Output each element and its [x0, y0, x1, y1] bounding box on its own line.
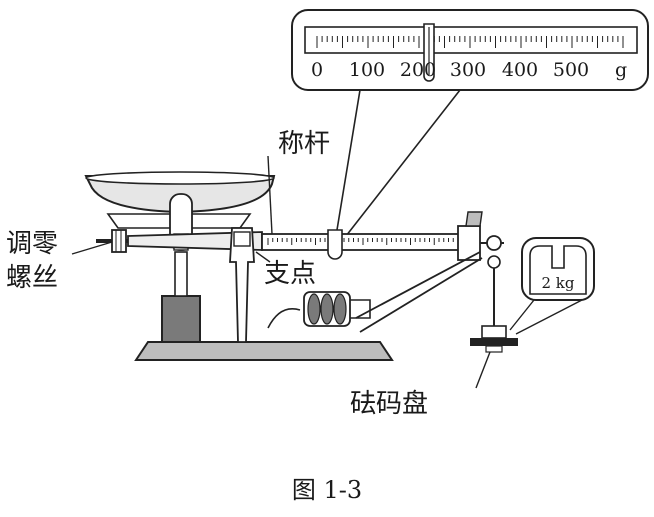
tick-label-100: 100	[349, 59, 385, 81]
spring-coil-2	[320, 293, 334, 325]
scale-base	[134, 341, 394, 361]
weight-pan	[470, 338, 518, 346]
zero-screw	[96, 229, 128, 253]
callout-ruler	[304, 26, 638, 54]
linkage	[267, 251, 483, 333]
weight-block-icon	[529, 245, 587, 295]
callout-pointer-left	[335, 89, 361, 237]
weight-hanger	[470, 235, 518, 353]
pan-rim	[85, 171, 275, 185]
callout-pointer-right	[345, 89, 461, 237]
zero-screw-leader	[71, 241, 113, 255]
spring-hook	[267, 308, 301, 329]
zero-screw-label-line2: 螺丝	[6, 263, 58, 293]
weight-callout-pointer-2	[515, 299, 583, 335]
weight-label: 2 kg	[541, 274, 574, 292]
fulcrum-leader	[255, 251, 271, 263]
weight-pan-top	[481, 325, 507, 339]
weight-pan-foot	[485, 345, 503, 353]
fulcrum-post	[229, 227, 255, 343]
tick-label-500: 500	[553, 59, 589, 81]
scale-unit: g	[615, 59, 627, 81]
hanger-link	[487, 255, 501, 269]
link-rod-lower	[359, 257, 483, 333]
spring-coil-3	[333, 293, 347, 325]
scale-callout: 0 100 200 300 400 500 g	[291, 9, 649, 91]
beam-ticks	[267, 238, 459, 245]
tick-label-200: 200	[400, 59, 436, 81]
beam	[261, 211, 504, 261]
beam-label-leader	[267, 155, 273, 235]
weight-pan-leader	[475, 351, 491, 389]
tick-label-0: 0	[311, 59, 323, 81]
pan-pillar-base	[161, 295, 201, 343]
tick-label-300: 300	[450, 59, 486, 81]
weight-callout-pointer-1	[509, 299, 535, 331]
zero-screw-nut	[111, 229, 127, 253]
beam-end-block	[457, 225, 481, 261]
spring-bracket	[350, 299, 371, 319]
tick-label-400: 400	[502, 59, 538, 81]
beam-label: 称杆	[278, 129, 330, 159]
figure-caption: 图 1-3	[292, 476, 362, 504]
zero-screw-label-line1: 调零	[6, 229, 58, 259]
link-rod-upper	[355, 251, 481, 319]
beam-end-flag	[465, 211, 483, 227]
weight-pan-label: 砝码盘	[350, 389, 428, 419]
fulcrum-label: 支点	[264, 259, 316, 289]
beam-slider	[327, 229, 343, 260]
hanger-ring	[486, 235, 502, 251]
weight-callout: 2 kg	[509, 237, 595, 335]
fulcrum-stand	[229, 227, 255, 343]
pan-pillar	[174, 251, 188, 297]
beam-bar	[261, 233, 473, 251]
spring-coil-1	[307, 293, 321, 325]
fulcrum-pivot	[233, 231, 251, 247]
callout-ticks	[316, 36, 624, 48]
